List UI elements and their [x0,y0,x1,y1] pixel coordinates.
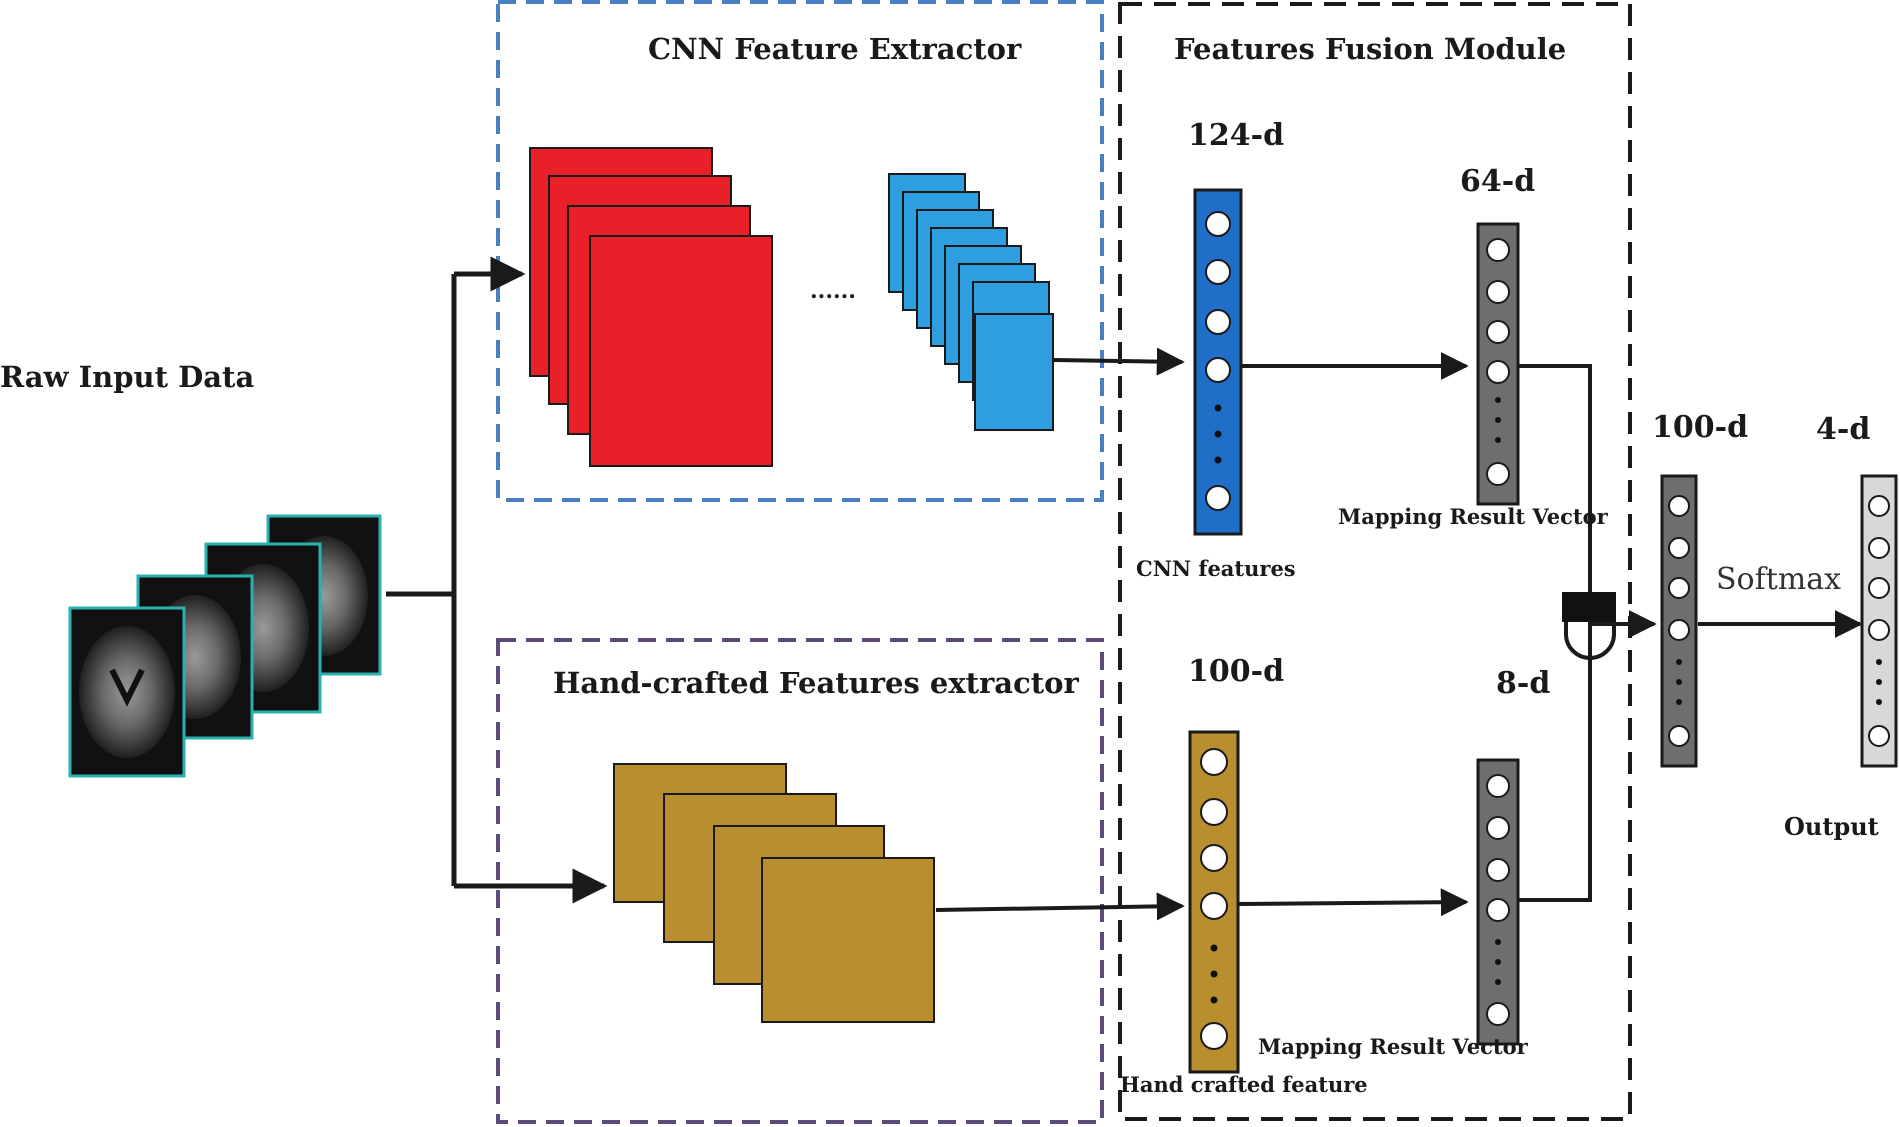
input-connectors [386,256,608,904]
softmax-label: Softmax [1716,562,1842,597]
fused-vector [1660,474,1698,768]
cnn-mapping-dim: 64-d [1460,164,1536,199]
gold-feature-maps [613,763,935,1023]
cnn-extractor-title: CNN Feature Extractor [648,32,1022,66]
hand-mapping-vector [1476,758,1520,1046]
hand-feature-vector [1188,730,1240,1074]
cnn-maps-ellipsis: ...... [810,278,856,304]
cnn-extractor-box [496,0,1104,502]
output-vector [1860,474,1898,768]
fused-vector-dim: 100-d [1652,410,1749,445]
mri-input-stack [68,514,382,778]
flow-arrows [935,347,1863,921]
input-label: Raw Input Data [0,360,255,394]
fusion-module-box [1118,2,1632,1121]
cnn-mapping-label: Mapping Result Vector [1338,504,1608,529]
red-feature-maps [529,147,773,467]
hand-mapping-label: Mapping Result Vector [1258,1034,1528,1059]
fusion-module-title: Features Fusion Module [1174,32,1567,66]
cnn-feature-vector [1193,188,1243,536]
hand-features-label: Hand crafted feature [1120,1072,1368,1097]
blue-feature-maps [888,173,1054,431]
output-vector-dim: 4-d [1816,412,1871,447]
handcrafted-extractor-box [496,638,1104,1124]
cnn-vector-dim: 124-d [1188,118,1285,153]
hand-vector-dim: 100-d [1188,654,1285,689]
output-label: Output [1784,812,1879,841]
cnn-features-label: CNN features [1136,556,1296,581]
hand-mapping-dim: 8-d [1496,666,1551,701]
cnn-mapping-vector [1476,222,1520,506]
handcrafted-extractor-title: Hand-crafted Features extractor [553,666,1079,700]
concat-symbol [1562,592,1616,660]
